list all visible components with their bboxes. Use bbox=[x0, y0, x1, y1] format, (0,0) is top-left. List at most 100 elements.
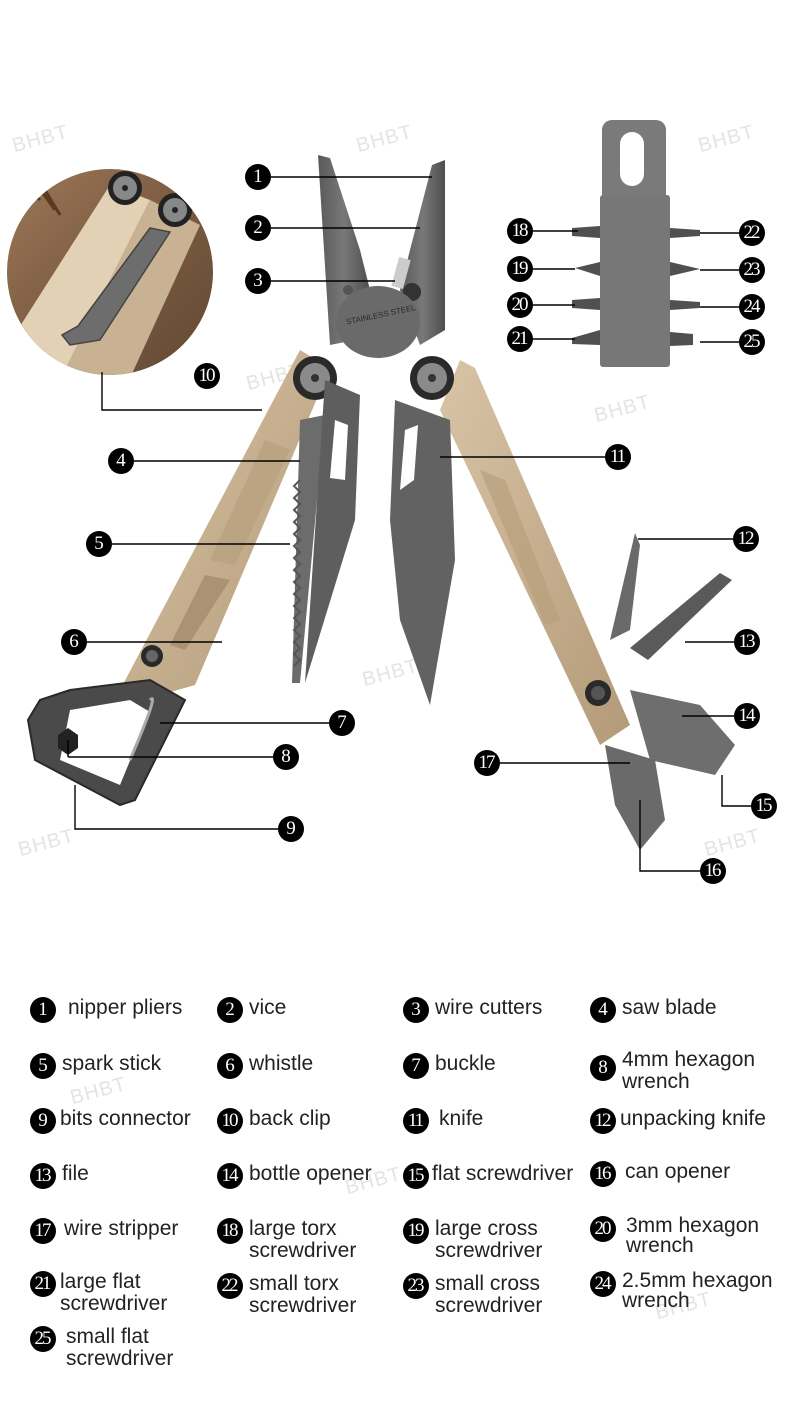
legend-number: 16 bbox=[590, 1161, 616, 1187]
callout-17: 17 bbox=[474, 750, 500, 776]
legend-number: 2 bbox=[217, 997, 243, 1023]
callout-12: 12 bbox=[733, 526, 759, 552]
legend-label: large cross screwdriver bbox=[435, 1217, 543, 1262]
legend-label: unpacking knife bbox=[620, 1107, 766, 1130]
legend-label: 4mm hexagon wrench bbox=[622, 1048, 756, 1093]
legend-label: small cross screwdriver bbox=[435, 1272, 543, 1317]
callout-14: 14 bbox=[734, 703, 760, 729]
legend-number: 6 bbox=[217, 1053, 243, 1079]
legend-label: bits connector bbox=[60, 1107, 191, 1130]
callout-3: 3 bbox=[245, 268, 271, 294]
callout-15: 15 bbox=[751, 793, 777, 819]
legend-number: 22 bbox=[217, 1273, 243, 1299]
legend-item-whistle: 6 whistle bbox=[217, 1051, 313, 1079]
callout-4: 4 bbox=[108, 448, 134, 474]
legend-label: 3mm hexagon wrench bbox=[626, 1214, 760, 1257]
legend-label: 2.5mm hexagon wrench bbox=[622, 1269, 773, 1312]
callout-20: 20 bbox=[507, 292, 533, 318]
multitool-illustration: STAINLESS STEEL bbox=[7, 120, 751, 872]
callout-5: 5 bbox=[86, 531, 112, 557]
legend-number: 10 bbox=[217, 1108, 243, 1134]
legend-label: small flat screwdriver bbox=[66, 1325, 174, 1370]
legend-label: large flat screwdriver bbox=[60, 1270, 168, 1315]
multitool-diagram: BHBT BHBT BHBT BHBT BHBT BHBT BHBT BHBT bbox=[7, 120, 777, 884]
callout-16: 16 bbox=[700, 858, 726, 884]
legend-item-wire-stripper: 17 wire stripper bbox=[30, 1216, 178, 1244]
legend-label: buckle bbox=[435, 1052, 496, 1075]
callout-10: 10 bbox=[194, 363, 220, 389]
callout-1: 1 bbox=[245, 164, 271, 190]
left-handle bbox=[26, 350, 360, 807]
callout-2: 2 bbox=[245, 215, 271, 241]
legend-number: 8 bbox=[590, 1055, 616, 1081]
legend-label: saw blade bbox=[622, 996, 717, 1019]
legend-item-vice: 2 vice bbox=[217, 995, 286, 1023]
legend-item-back-clip: 10 back clip bbox=[217, 1106, 331, 1134]
legend-number: 21 bbox=[30, 1271, 56, 1297]
right-handle bbox=[390, 356, 735, 850]
callout-23: 23 bbox=[739, 257, 765, 283]
legend-label: small torx screwdriver bbox=[249, 1272, 357, 1317]
legend-number: 5 bbox=[30, 1053, 56, 1079]
back-clip-inset bbox=[7, 169, 213, 375]
legend-label: wire cutters bbox=[435, 996, 543, 1019]
legend-label: vice bbox=[249, 996, 287, 1019]
legend-label: nipper pliers bbox=[68, 996, 183, 1019]
callout-22: 22 bbox=[739, 220, 765, 246]
legend-item-buckle: 7 buckle bbox=[403, 1051, 496, 1079]
leader-lines bbox=[67, 176, 751, 872]
legend-item-knife: 11 knife bbox=[403, 1106, 483, 1134]
legend-label: knife bbox=[439, 1107, 484, 1130]
legend-number: 11 bbox=[403, 1108, 429, 1134]
callout-18: 18 bbox=[507, 218, 533, 244]
callout-21: 21 bbox=[507, 326, 533, 352]
legend-label: file bbox=[62, 1162, 89, 1185]
callout-8: 8 bbox=[273, 744, 299, 770]
legend-item-small-flat-screwdriver: 25 small flat screwdriver bbox=[30, 1324, 173, 1370]
legend-number: 3 bbox=[403, 997, 429, 1023]
legend-item-nipper-pliers: 1 nipper pliers bbox=[30, 995, 182, 1023]
legend-number: 12 bbox=[590, 1108, 616, 1134]
callout-9: 9 bbox=[278, 816, 304, 842]
bit-holder bbox=[572, 120, 700, 367]
legend-number: 25 bbox=[30, 1326, 56, 1352]
legend-number: 15 bbox=[403, 1163, 429, 1189]
legend-number: 17 bbox=[30, 1218, 56, 1244]
legend-item-saw-blade: 4 saw blade bbox=[590, 995, 717, 1023]
legend-number: 1 bbox=[30, 997, 56, 1023]
callout-7: 7 bbox=[329, 710, 355, 736]
legend-item-3mm-hexagon-wrench: 20 3mm hexagon wrench bbox=[590, 1214, 759, 1256]
legend-number: 19 bbox=[403, 1218, 429, 1244]
callout-11: 11 bbox=[605, 444, 631, 470]
callout-6: 6 bbox=[61, 629, 87, 655]
callout-25: 25 bbox=[739, 329, 765, 355]
legend-number: 14 bbox=[217, 1163, 243, 1189]
legend-label: whistle bbox=[249, 1052, 314, 1075]
legend-item-can-opener: 16 can opener bbox=[590, 1159, 730, 1187]
legend-number: 24 bbox=[590, 1271, 616, 1297]
legend-label: can opener bbox=[625, 1160, 731, 1183]
legend-label: back clip bbox=[249, 1107, 331, 1130]
legend-number: 4 bbox=[590, 997, 616, 1023]
legend-number: 9 bbox=[30, 1108, 56, 1134]
legend-label: flat screwdriver bbox=[432, 1162, 574, 1185]
legend-label: wire stripper bbox=[64, 1217, 179, 1240]
callout-13: 13 bbox=[734, 629, 760, 655]
callout-24: 24 bbox=[739, 294, 765, 320]
legend-label: large torx screwdriver bbox=[249, 1217, 357, 1262]
legend-number: 18 bbox=[217, 1218, 243, 1244]
legend-number: 7 bbox=[403, 1053, 429, 1079]
legend-item-wire-cutters: 3 wire cutters bbox=[403, 995, 542, 1023]
legend-number: 23 bbox=[403, 1273, 429, 1299]
legend-number: 20 bbox=[590, 1216, 616, 1242]
